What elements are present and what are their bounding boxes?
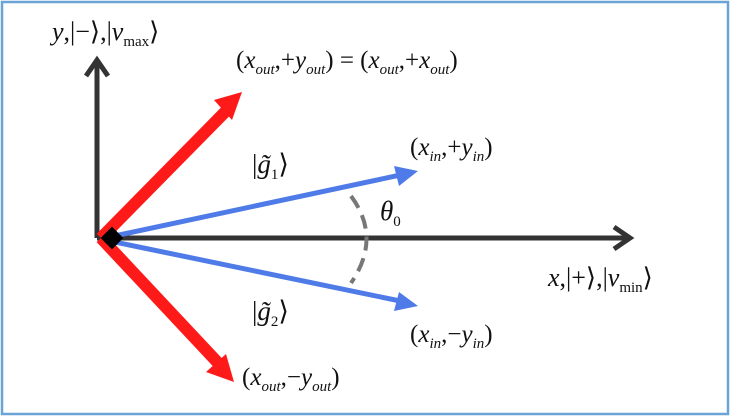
- origin-marker: [100, 226, 124, 250]
- y-axis-label: y,|−⟩,|vmax⟩: [49, 17, 159, 50]
- x-axis-arrowhead: [612, 224, 635, 252]
- output-vector-minus: [96, 233, 225, 370]
- output-vector-minus-arrowhead: [206, 354, 234, 382]
- output-vector-plus-arrowhead: [214, 92, 242, 120]
- angle-theta-label: θ0: [380, 196, 401, 230]
- input-vector-g2: [104, 237, 406, 305]
- y-axis-arrowhead: [83, 55, 111, 78]
- input-plus-label: (xin,+yin): [410, 134, 493, 165]
- input-vector-g1: [104, 171, 406, 241]
- output-vector-plus: [96, 104, 233, 243]
- ket-g2-label: |g̃2⟩: [252, 296, 289, 330]
- output-plus-label: (xout,+yout) = (xout,+xout): [236, 47, 458, 78]
- x-axis-label: x,|+⟩,|vmin⟩: [547, 263, 653, 296]
- input-vector-g2-arrowhead: [394, 292, 418, 311]
- output-minus-label: (xout,−yout): [242, 364, 340, 395]
- angle-arc-theta0: [349, 194, 369, 285]
- input-minus-label: (xin,−yin): [410, 321, 493, 352]
- ket-g1-label: |g̃1⟩: [252, 149, 289, 183]
- input-vector-g1-arrowhead: [394, 166, 418, 186]
